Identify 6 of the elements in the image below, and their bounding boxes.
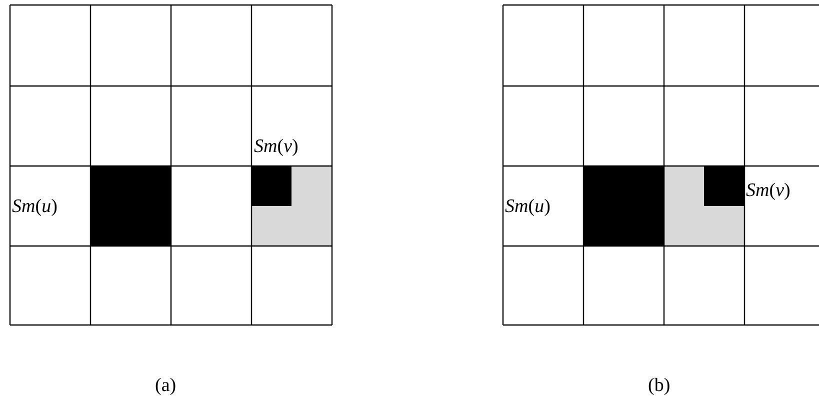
math-label: Sm(u) <box>12 196 58 218</box>
math-label: Sm(v) <box>746 180 790 202</box>
panel-caption: (a) <box>155 375 176 397</box>
panel-caption: (b) <box>648 375 670 397</box>
math-label: Sm(v) <box>254 136 298 158</box>
math-label: Sm(u) <box>505 196 550 218</box>
